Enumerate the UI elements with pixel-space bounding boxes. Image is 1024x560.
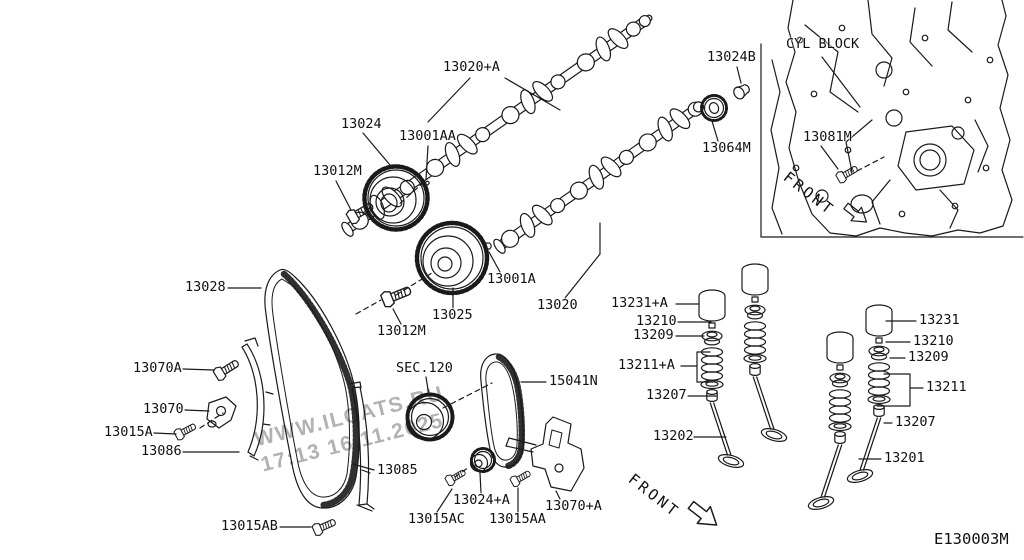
part-label: 15041N — [549, 373, 598, 389]
part-label: 13025 — [432, 307, 473, 323]
crank-sprocket — [405, 392, 455, 442]
part-label: 13001A — [487, 271, 536, 287]
front-arrow-top — [840, 198, 873, 230]
part-label: 13064M — [702, 140, 751, 156]
part-label: 13209 — [633, 327, 674, 343]
part-label: 13211+A — [618, 357, 675, 373]
front-arrow-bottom — [683, 495, 724, 535]
part-label: 13070A — [133, 360, 182, 376]
part-label: 13028 — [185, 279, 226, 295]
part-label: 13209 — [908, 349, 949, 365]
part-label: 13024+A — [453, 492, 510, 508]
part-label: 13210 — [636, 313, 677, 329]
small-sprocket — [469, 447, 496, 473]
camshaft-1 — [341, 12, 653, 237]
part-label: 13015AB — [221, 518, 278, 534]
timing-plate — [700, 94, 728, 122]
part-label: 13012M — [313, 163, 362, 179]
part-label: 13001AA — [399, 128, 456, 144]
part-label: 13070 — [143, 401, 184, 417]
part-label: 13070+A — [545, 498, 602, 514]
part-label: 13081M — [803, 129, 852, 145]
part-label: 13024B — [707, 49, 756, 65]
part-label: 13207 — [646, 387, 687, 403]
part-label: 13211 — [926, 379, 967, 395]
camshaft-sprocket — [362, 164, 430, 232]
dowel-pin-2 — [484, 242, 492, 250]
chain-tensioner-lower — [505, 416, 585, 492]
chain-tensioner-upper — [206, 396, 237, 429]
diagram-code: E130003M — [934, 530, 1009, 548]
part-label: SEC.120 — [396, 360, 453, 376]
chain-guide-curved — [241, 337, 274, 461]
part-label: 13024 — [341, 116, 382, 132]
part-label: 13015AA — [489, 511, 546, 527]
part-label: 13231 — [919, 312, 960, 328]
vtc-sprocket — [414, 220, 490, 296]
part-label: 13015AC — [408, 511, 465, 527]
dowel-pin-1 — [422, 180, 430, 188]
timing-chain — [264, 268, 360, 509]
part-label: 13202 — [653, 428, 694, 444]
part-label: 13201 — [884, 450, 925, 466]
plug — [733, 84, 750, 100]
part-label: 13207 — [895, 414, 936, 430]
leader-lines — [153, 56, 924, 528]
chain-guide-straight — [348, 381, 375, 512]
part-label: 13231+A — [611, 295, 668, 311]
bolts — [172, 162, 861, 538]
inset-title: CYL BLOCK — [786, 36, 860, 52]
engine-block-art — [770, 0, 1013, 237]
inset-frame — [760, 43, 1024, 238]
part-label: 13020 — [537, 297, 578, 313]
secondary-chain — [480, 353, 526, 470]
part-label: 13015A — [104, 424, 153, 440]
part-label: 13085 — [377, 462, 418, 478]
part-label: 13012M — [377, 323, 426, 339]
valve-trains — [698, 263, 893, 513]
axis-lines — [199, 156, 885, 478]
part-label: 13210 — [913, 333, 954, 349]
part-label: 13020+A — [443, 59, 500, 75]
camshaft-2 — [493, 92, 709, 255]
part-label: 13086 — [141, 443, 182, 459]
